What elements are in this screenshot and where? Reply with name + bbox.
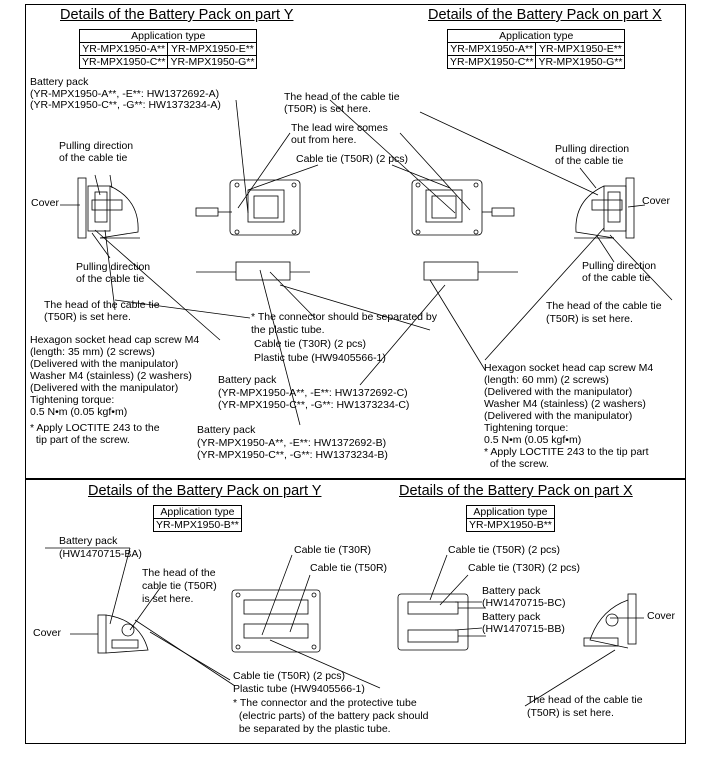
cable-tie-t30r-2pcs-label: Cable tie (T30R) (2 pcs) — [468, 562, 581, 574]
battery-pack-c-label: Battery pack — [218, 374, 277, 386]
app-cell: YR-MPX1950-C** — [446, 55, 537, 69]
head-tie-bottom-right-line2: (T50R) is set here. — [527, 707, 614, 719]
battery-pack-a-label: Battery pack — [30, 76, 89, 88]
note-line: (Delivered with the manipulator) — [484, 410, 633, 422]
head-tie-top-line1: The head of the cable tie — [284, 91, 400, 103]
battery-pack-ba-label: Battery pack — [59, 535, 118, 547]
pull-dir-right-bottom-line1: Pulling direction — [582, 260, 657, 272]
battery-pack-b-label: Battery pack — [197, 424, 256, 436]
note-line: Tightening torque: — [30, 394, 115, 406]
cover-left-label: Cover — [31, 197, 60, 209]
head-tie-left-line1: The head of the cable tie — [44, 299, 160, 311]
bottom-note-line1: * The connector and the protective tube — [233, 697, 417, 709]
battery-pack-c-line2: (YR-MPX1950-C**, -G**: HW1373234-C) — [218, 399, 410, 411]
note-line: (length: 35 mm) (2 screws) — [30, 346, 155, 358]
head-tie-bottom-left-line1: The head of the — [142, 567, 216, 579]
cable-tie-t50r-label: Cable tie (T50R) (2 pcs) — [296, 153, 409, 165]
top-panel-frame — [25, 4, 686, 479]
bottom-note-line2: (electric parts) of the battery pack sho… — [233, 710, 429, 722]
note-line: (Delivered with the manipulator) — [30, 382, 179, 394]
top-right-title: Details of the Battery Pack on part X — [428, 7, 662, 23]
bottom-panel-frame — [25, 479, 686, 744]
app-type-header: Application type — [78, 29, 258, 43]
plastic-tube-bottom-label: Plastic tube (HW9405566-1) — [233, 683, 365, 695]
battery-pack-bc-line1: (HW1470715-BC) — [482, 597, 566, 609]
cable-tie-t50r-2pcs-b-label: Cable tie (T50R) (2 pcs) — [233, 670, 346, 682]
lead-wire-line2: out from here. — [291, 134, 357, 146]
battery-pack-a-line1: (YR-MPX1950-A**, -E**: HW1372692-A) — [30, 88, 220, 100]
pull-dir-left-bottom-line2: of the cable tie — [76, 273, 145, 285]
app-cell: YR-MPX1950-G** — [535, 55, 626, 69]
note-line: tip part of the screw. — [30, 434, 130, 446]
app-cell: YR-MPX1950-E** — [167, 42, 258, 56]
note-line: 0.5 N•m (0.05 kgf•m) — [30, 406, 128, 418]
head-tie-right-line2: (T50R) is set here. — [546, 313, 633, 325]
bottom-left-title: Details of the Battery Pack on part Y — [88, 483, 322, 499]
app-cell: YR-MPX1950-G** — [167, 55, 258, 69]
pull-dir-left-top-line2: of the cable tie — [59, 152, 128, 164]
pull-dir-right-top-line2: of the cable tie — [555, 155, 624, 167]
pull-dir-right-bottom-line2: of the cable tie — [582, 272, 651, 284]
battery-pack-bb-line1: (HW1470715-BB) — [482, 623, 565, 635]
note-line: Tightening torque: — [484, 422, 569, 434]
plastic-tube-label: Plastic tube (HW9405566-1) — [254, 352, 386, 364]
note-line: Hexagon socket head cap screw M4 — [30, 334, 200, 346]
cover-bottom-right-label: Cover — [647, 610, 676, 622]
app-cell: YR-MPX1950-A** — [446, 42, 537, 56]
app-cell: YR-MPX1950-B** — [153, 518, 242, 532]
head-tie-bottom-left-line2: cable tie (T50R) — [142, 580, 217, 592]
note-line: Hexagon socket head cap screw M4 — [484, 362, 654, 374]
head-tie-bottom-right-line1: The head of the cable tie — [527, 694, 643, 706]
note-line: (length: 60 mm) (2 screws) — [484, 374, 609, 386]
note-line: 0.5 N•m (0.05 kgf•m) — [484, 434, 582, 446]
battery-pack-bc-label: Battery pack — [482, 585, 541, 597]
battery-pack-ba-line1: (HW1470715-BA) — [59, 548, 142, 560]
app-cell: YR-MPX1950-B** — [466, 518, 555, 532]
note-line: Washer M4 (stainless) (2 washers) — [484, 398, 646, 410]
head-tie-top-line2: (T50R) is set here. — [284, 103, 371, 115]
top-left-title: Details of the Battery Pack on part Y — [60, 7, 294, 23]
note-line: * Apply LOCTITE 243 to the — [30, 422, 160, 434]
cable-tie-t50r-bottom-label: Cable tie (T50R) — [310, 562, 388, 574]
bottom-left-application-table: Application type YR-MPX1950-B** — [153, 505, 242, 532]
battery-pack-b-line2: (YR-MPX1950-C**, -G**: HW1373234-B) — [197, 449, 388, 461]
app-cell: YR-MPX1950-C** — [78, 55, 169, 69]
app-cell: YR-MPX1950-A** — [78, 42, 169, 56]
note-line: (Delivered with the manipulator) — [484, 386, 633, 398]
lead-wire-line1: The lead wire comes — [291, 122, 388, 134]
top-left-application-table: Application type YR-MPX1950-A**YR-MPX195… — [78, 29, 258, 69]
note-line: of the screw. — [484, 458, 549, 470]
bottom-right-application-table: Application type YR-MPX1950-B** — [466, 505, 555, 532]
head-tie-bottom-left-line3: is set here. — [142, 593, 194, 605]
bottom-note-line3: be separated by the plastic tube. — [233, 723, 391, 735]
app-cell: YR-MPX1950-E** — [535, 42, 626, 56]
note-line: * Apply LOCTITE 243 to the tip part — [484, 446, 649, 458]
top-right-application-table: Application type YR-MPX1950-A**YR-MPX195… — [446, 29, 626, 69]
pull-dir-right-top-line1: Pulling direction — [555, 143, 630, 155]
cable-tie-t30r-bottom-label: Cable tie (T30R) — [294, 544, 372, 556]
screw-right-notes: Hexagon socket head cap screw M4 (length… — [484, 362, 653, 470]
connector-note-line2: the plastic tube. — [251, 324, 325, 336]
cable-tie-t50r-2pcs-label: Cable tie (T50R) (2 pcs) — [448, 544, 561, 556]
cover-right-label: Cover — [642, 195, 671, 207]
connector-note-line1: * The connector should be separated by — [251, 311, 438, 323]
app-type-header: Application type — [466, 505, 555, 519]
head-tie-right-line1: The head of the cable tie — [546, 300, 662, 312]
app-type-header: Application type — [446, 29, 626, 43]
battery-pack-c-line1: (YR-MPX1950-A**, -E**: HW1372692-C) — [218, 387, 408, 399]
pull-dir-left-bottom-line1: Pulling direction — [76, 261, 151, 273]
battery-pack-a-line2: (YR-MPX1950-C**, -G**: HW1373234-A) — [30, 99, 221, 111]
battery-pack-bb-label: Battery pack — [482, 611, 541, 623]
battery-pack-b-line1: (YR-MPX1950-A**, -E**: HW1372692-B) — [197, 437, 387, 449]
head-tie-left-line2: (T50R) is set here. — [44, 311, 131, 323]
cover-bottom-left-label: Cover — [33, 627, 62, 639]
note-line: (Delivered with the manipulator) — [30, 358, 179, 370]
note-line: Washer M4 (stainless) (2 washers) — [30, 370, 192, 382]
screw-left-notes: Hexagon socket head cap screw M4 (length… — [30, 334, 199, 446]
app-type-header: Application type — [153, 505, 242, 519]
cable-tie-t30r-label: Cable tie (T30R) (2 pcs) — [254, 338, 367, 350]
pull-dir-left-top-line1: Pulling direction — [59, 140, 134, 152]
bottom-right-title: Details of the Battery Pack on part X — [399, 483, 633, 499]
